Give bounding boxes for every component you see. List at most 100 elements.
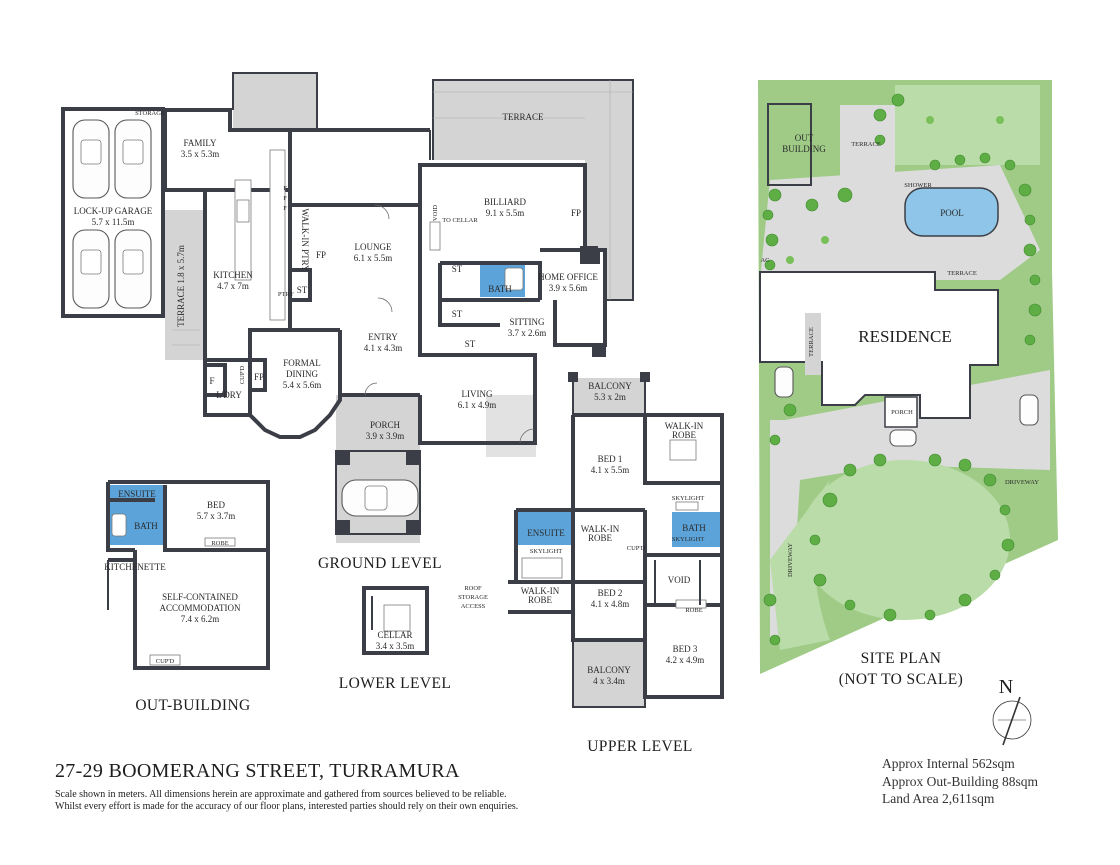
living-dim: 6.1 x 4.9m [458, 400, 497, 410]
f-ldry: F [209, 376, 214, 386]
kitchen-dim: 4.7 x 7m [217, 281, 249, 291]
living-label: LIVING [462, 389, 493, 399]
balcony-top-dim: 5.3 x 2m [594, 392, 626, 402]
wir-3-label-2: ROBE [528, 595, 553, 605]
st-bath-2: ST [452, 309, 463, 319]
lower-level-plan: CELLAR 3.4 x 3.5m LOWER LEVEL [339, 586, 451, 692]
site-terrace-1: TERRACE [851, 141, 881, 148]
bed2-dim: 4.1 x 4.8m [591, 599, 630, 609]
ob-sca-label-2: ACCOMMODATION [159, 603, 241, 613]
site-porch: PORCH [891, 409, 913, 416]
site-pool: POOL [940, 208, 964, 218]
formal-dining-dim: 5.4 x 5.6m [283, 380, 322, 390]
entry-dim: 4.1 x 4.3m [364, 343, 403, 353]
site-out-label-1: OUT [795, 133, 814, 143]
out-building-plan [106, 480, 270, 670]
upper-level-plan [508, 372, 724, 708]
skylight-3: SKYLIGHT [530, 548, 563, 555]
site-terrace-2: TERRACE [947, 270, 977, 277]
upper-level-labels: BALCONY 5.3 x 2m WALK-IN ROBE BED 1 4.1 … [458, 381, 706, 755]
cupd-ground: CUP'D [239, 365, 246, 384]
f-label-2: F [283, 195, 287, 202]
site-plan-title-1: SITE PLAN [861, 650, 942, 667]
bed1-dim: 4.1 x 5.5m [591, 465, 630, 475]
bath-label: BATH [488, 284, 512, 294]
upper-void: VOID [668, 575, 691, 585]
roof-storage-2: STORAGE [458, 594, 488, 601]
porch-dim: 3.9 x 3.9m [366, 431, 405, 441]
wir-2-label-1: WALK-IN [581, 524, 620, 534]
formal-dining-label-1: FORMAL [283, 358, 321, 368]
porch-label: PORCH [370, 420, 401, 430]
site-plan [758, 80, 1058, 674]
ob-bed-label: BED [207, 500, 226, 510]
ob-sca-label-1: SELF-CONTAINED [162, 592, 238, 602]
ob-ensuite-label: ENSUITE [118, 489, 156, 499]
site-out-label-2: BUILDING [782, 144, 826, 154]
bed3-dim: 4.2 x 4.9m [666, 655, 705, 665]
entry-label: ENTRY [368, 332, 398, 342]
billiard-dim: 9.1 x 5.5m [486, 208, 525, 218]
storage-label: STORAGE [135, 110, 165, 117]
site-trees [762, 93, 1042, 646]
lounge-dim: 6.1 x 5.5m [354, 253, 393, 263]
terrace-top-label: TERRACE [502, 112, 544, 122]
site-ac: AC [760, 257, 769, 264]
site-shower: SHOWER [904, 182, 932, 189]
bed3-label: BED 3 [673, 644, 698, 654]
cellar-dim: 3.4 x 3.5m [376, 641, 415, 651]
address-title: 27-29 BOOMERANG STREET, TURRAMURA [55, 760, 460, 782]
site-plan-labels: OUT BUILDING TERRACE SHOWER POOL AC TERR… [760, 133, 1039, 688]
terrace-side-label: TERRACE 1.8 x 5.7m [176, 245, 186, 327]
upper-robe: ROBE [685, 607, 702, 614]
lounge-label: LOUNGE [355, 242, 392, 252]
garage-label: LOCK-UP GARAGE [74, 206, 153, 216]
f-label-1: F [283, 185, 287, 192]
wir-1-label-1: WALK-IN [665, 421, 704, 431]
disclaimer-line-1: Scale shown in meters. All dimensions he… [55, 789, 507, 800]
roof-storage-1: ROOF [464, 585, 482, 592]
ob-kitchenette-label: KITCHENETTE [104, 562, 166, 572]
disclaimer: Scale shown in meters. All dimensions he… [55, 789, 695, 812]
home-office-label: HOME OFFICE [538, 272, 598, 282]
cellar-label: CELLAR [378, 630, 413, 640]
family-dim: 3.5 x 5.3m [181, 149, 220, 159]
ob-cupd-label: CUP'D [156, 658, 175, 665]
area-land: Land Area 2,611sqm [882, 791, 995, 806]
fp-billiard: FP [571, 208, 581, 218]
out-building-labels: ENSUITE BATH BED 5.7 x 3.7m ROBE KITCHEN… [104, 489, 250, 714]
site-driveway-1: DRIVEWAY [1005, 479, 1039, 486]
balcony-top-label: BALCONY [588, 381, 632, 391]
kitchen-label: KITCHEN [213, 270, 253, 280]
compass-icon: N [992, 676, 1032, 746]
lower-level-title: LOWER LEVEL [339, 675, 451, 692]
balcony-bottom-dim: 4 x 3.4m [593, 676, 625, 686]
fp-lounge: FP [316, 250, 326, 260]
void-label: VOID [432, 205, 439, 222]
wir-3-label-1: WALK-IN [521, 586, 560, 596]
wir-2-label-2: ROBE [588, 533, 613, 543]
ob-bed-dim: 5.7 x 3.7m [197, 511, 236, 521]
area-internal: Approx Internal 562sqm [882, 756, 1015, 771]
family-label: FAMILY [184, 138, 217, 148]
ground-room-labels: LOCK-UP GARAGE 5.7 x 11.5m STORAGE FAMIL… [74, 110, 599, 572]
sitting-dim: 3.7 x 2.6m [508, 328, 547, 338]
wir-1-label-2: ROBE [672, 430, 697, 440]
site-terrace-3: TERRACE [808, 327, 815, 357]
to-cellar-label: TO CELLAR [442, 217, 478, 224]
upper-ensuite-label: ENSUITE [527, 528, 565, 538]
roof-storage-3: ACCESS [461, 603, 486, 610]
garage-dim: 5.7 x 11.5m [92, 217, 135, 227]
skylight-2: SKYLIGHT [672, 536, 705, 543]
skylight-1: SKYLIGHT [672, 495, 705, 502]
garage-cars [72, 119, 152, 309]
site-driveway-2: DRIVEWAY [787, 543, 794, 577]
bed1-label: BED 1 [598, 454, 623, 464]
st-bath-1: ST [452, 264, 463, 274]
walk-in-pantry-label: WALK-IN PTRY [300, 208, 310, 272]
fp-dining: FP [254, 372, 264, 382]
ground-level-title: GROUND LEVEL [318, 555, 442, 572]
ldry-label: L'DRY [216, 390, 242, 400]
site-plan-title-2: (NOT TO SCALE) [839, 671, 963, 688]
